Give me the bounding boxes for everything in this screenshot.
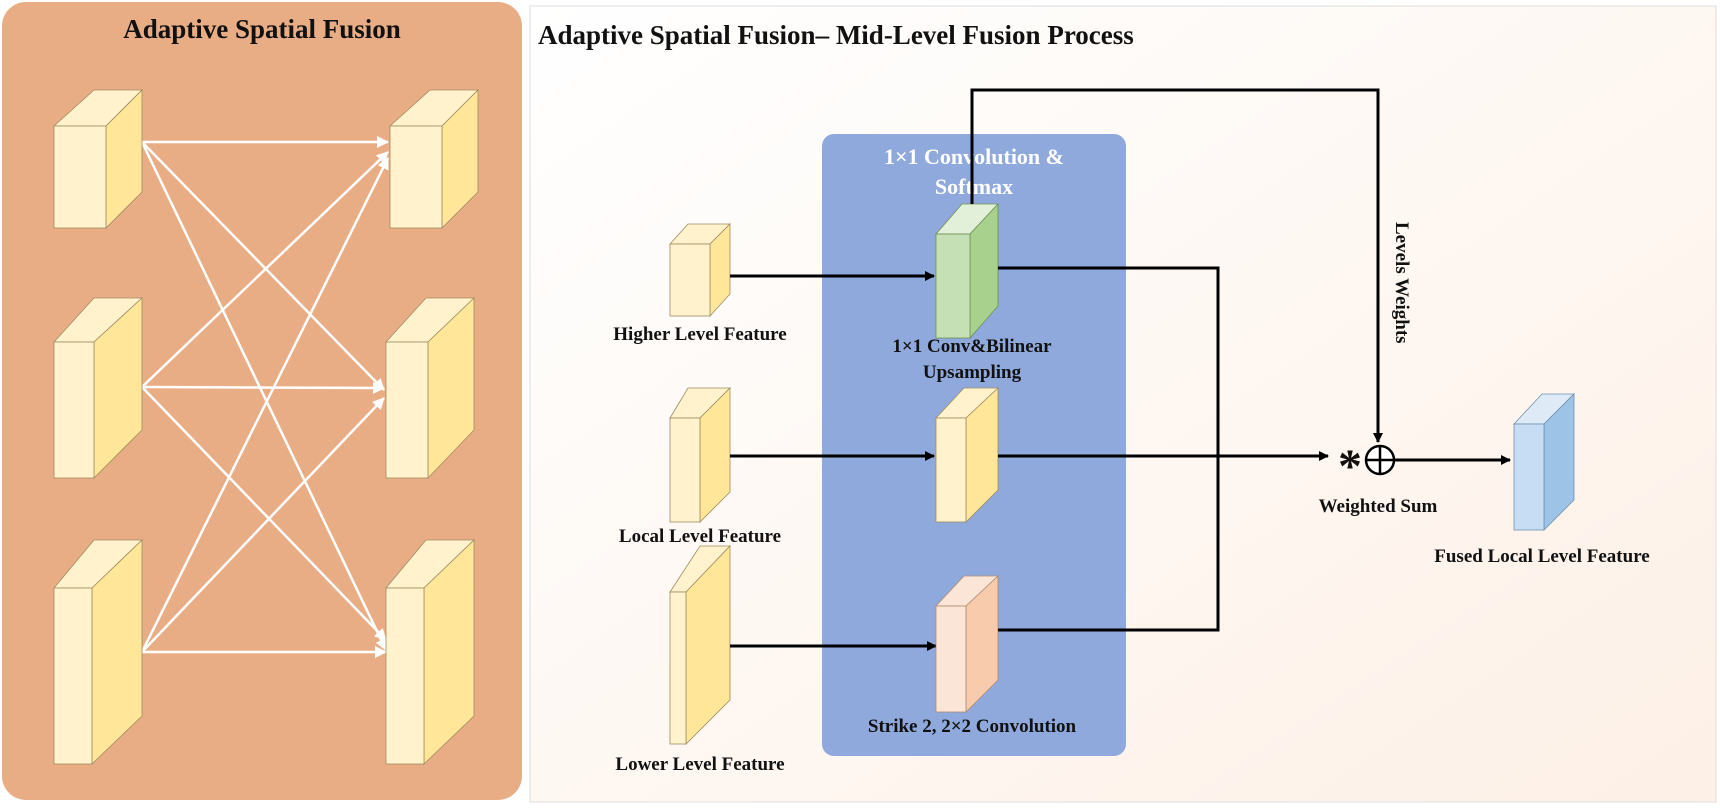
connection-line [141, 386, 387, 641]
left-panel-title: Adaptive Spatial Fusion [123, 14, 401, 44]
multiply-symbol: * [1338, 440, 1362, 493]
upsample-label-line1: 1×1 Conv&Bilinear [892, 336, 1052, 357]
merge-bracket-line [998, 266, 1220, 632]
higher-level-feature-label: Higher Level Feature [613, 324, 786, 345]
connection-line [141, 381, 385, 394]
fused-feature-label: Fused Local Level Feature [1434, 546, 1649, 567]
higher-level-feature-block [669, 223, 731, 318]
input-feature-block-3 [53, 539, 143, 765]
connection-line [141, 397, 385, 653]
conv-box-title-line1: 1×1 Convolution & [884, 144, 1064, 169]
local-level-feature-label: Local Level Feature [619, 526, 781, 547]
lower-level-feature-label: Lower Level Feature [615, 754, 784, 775]
weighted-sum-label: Weighted Sum [1319, 496, 1438, 517]
strided-conv-feature-block [935, 575, 1000, 713]
local-processed-feature-block [935, 387, 1000, 523]
connection-line [140, 141, 388, 651]
connection-line [140, 157, 390, 653]
fusion-connections [140, 136, 390, 658]
upsampled-feature-block [935, 202, 999, 340]
connection-line [141, 141, 385, 391]
right-panel-title: Adaptive Spatial Fusion– Mid-Level Fusio… [538, 20, 1134, 50]
fused-feature-block [1513, 393, 1575, 531]
local-level-feature-block [669, 387, 731, 523]
input-feature-block-1 [52, 89, 143, 229]
output-feature-block-2 [385, 297, 475, 479]
conv-box-title-line2: Softmax [935, 174, 1013, 199]
levels-weights-label: Levels Weights [1391, 222, 1412, 344]
sum-operator-icon [1364, 444, 1396, 476]
connection-line [141, 151, 389, 388]
left-panel: Adaptive Spatial Fusion [2, 2, 522, 800]
input-feature-block-2 [53, 297, 144, 479]
lower-level-feature-block [669, 545, 731, 745]
levels-weights-arrow [970, 88, 1383, 443]
output-feature-block-3 [385, 539, 475, 765]
strike-label: Strike 2, 2×2 Convolution [868, 716, 1077, 737]
output-feature-block-1 [388, 89, 479, 229]
upsample-label-line2: Upsampling [923, 362, 1022, 383]
right-panel: Adaptive Spatial Fusion– Mid-Level Fusio… [529, 5, 1717, 803]
